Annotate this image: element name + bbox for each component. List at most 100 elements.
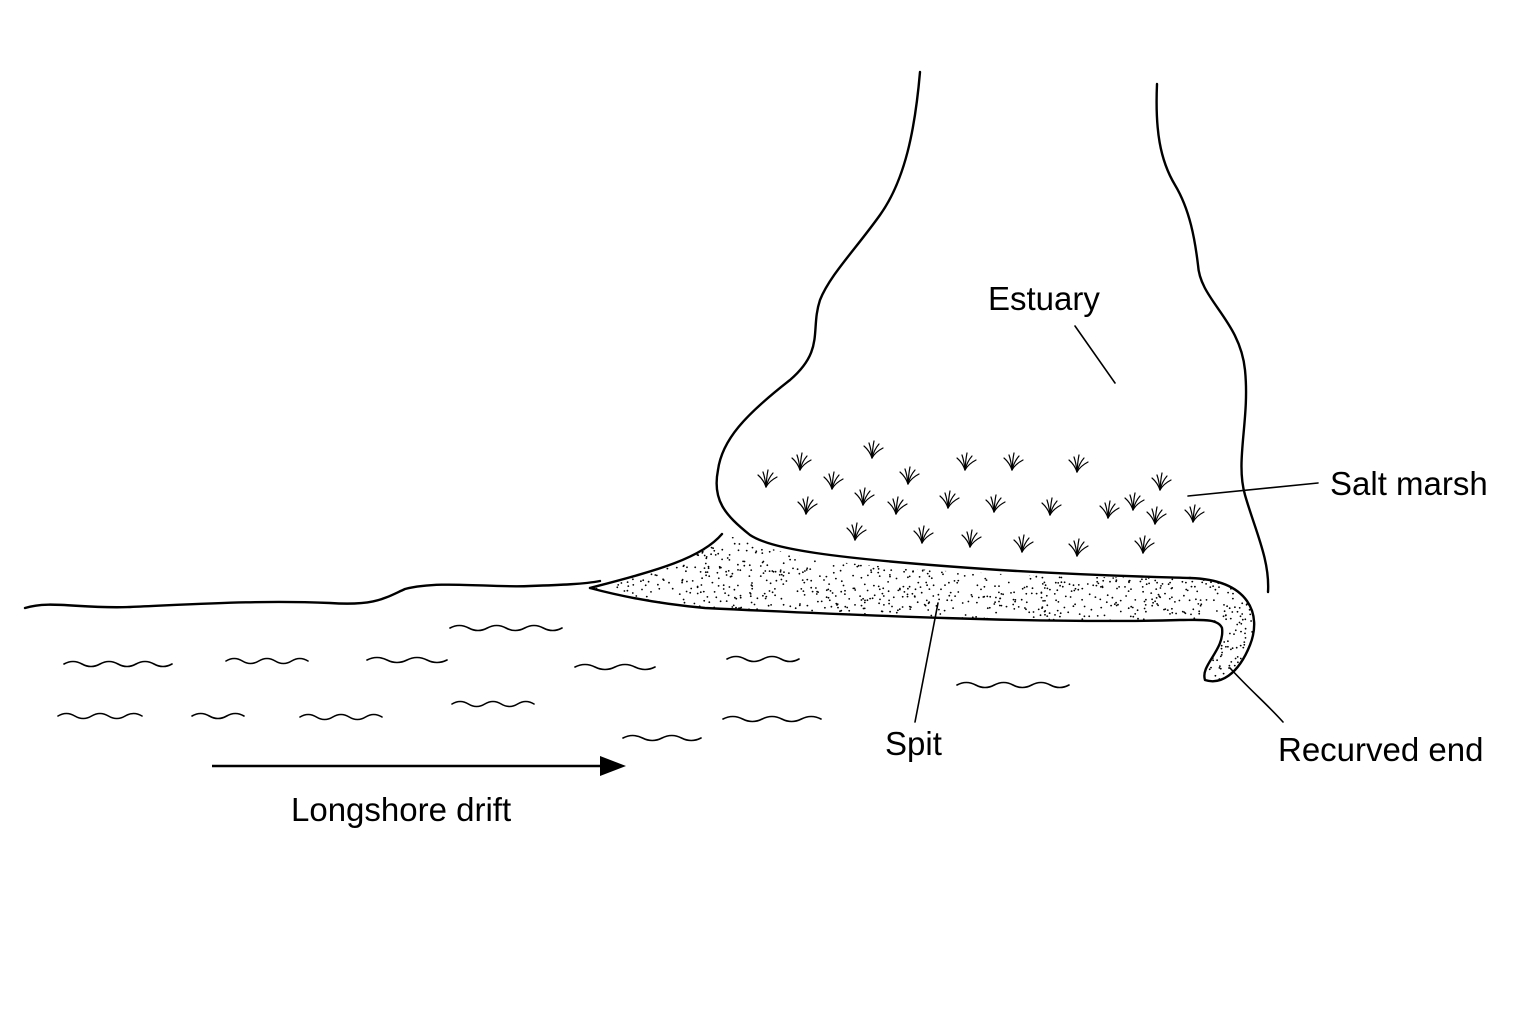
stipple-dot — [1242, 578, 1245, 581]
stipple-dot — [1032, 655, 1035, 658]
stipple-dot — [1139, 658, 1141, 661]
stipple-dot — [724, 663, 726, 665]
stipple-dot — [588, 589, 590, 591]
stipple-dot — [1074, 603, 1076, 606]
stipple-dot — [787, 626, 790, 628]
stipple-dot — [862, 625, 865, 628]
stipple-dot — [713, 670, 716, 673]
stipple-dot — [881, 619, 884, 622]
stipple-dot — [1175, 658, 1178, 661]
stipple-dot — [1249, 584, 1252, 586]
stipple-dot — [1234, 679, 1237, 682]
wave-squiggle — [366, 656, 448, 664]
stipple-dot — [882, 660, 885, 663]
stipple-dot — [649, 621, 652, 623]
stipple-dot — [1032, 549, 1035, 552]
stipple-dot — [1197, 547, 1200, 550]
stipple-dot — [666, 567, 669, 570]
stipple-dot — [825, 633, 828, 635]
stipple-dot — [739, 594, 742, 597]
stipple-dot — [902, 668, 905, 671]
stipple-dot — [1234, 682, 1236, 684]
stipple-dot — [1229, 530, 1231, 532]
stipple-dot — [1159, 675, 1162, 677]
stipple-dot — [1168, 652, 1171, 655]
stipple-dot — [783, 571, 785, 573]
stipple-dot — [870, 651, 872, 654]
stipple-dot — [944, 584, 946, 586]
stipple-dot — [926, 572, 929, 575]
stipple-dot — [701, 644, 704, 647]
stipple-dot — [834, 595, 837, 597]
stipple-dot — [985, 653, 988, 656]
grass-blade — [921, 532, 934, 544]
stipple-dot — [793, 682, 795, 684]
stipple-dot — [1231, 647, 1234, 650]
stipple-dot — [941, 671, 944, 673]
stipple-dot — [802, 590, 805, 592]
stipple-dot — [1180, 658, 1182, 661]
stipple-dot — [660, 635, 663, 638]
stipple-dot — [881, 610, 884, 613]
stipple-dot — [675, 566, 678, 569]
stipple-dot — [948, 619, 951, 622]
stipple-dot — [1092, 584, 1095, 587]
stipple-dot — [931, 642, 934, 645]
stipple-dot — [749, 595, 752, 598]
stipple-dot — [756, 669, 758, 672]
stipple-dot — [1037, 608, 1040, 611]
stipple-dot — [1231, 611, 1234, 613]
stipple-dot — [1192, 545, 1195, 547]
stipple-dot — [951, 677, 954, 680]
stipple-dot — [881, 592, 884, 595]
stipple-dot — [737, 661, 740, 664]
stipple-dot — [727, 594, 730, 597]
stipple-dot — [710, 534, 713, 536]
stipple-dot — [779, 570, 782, 573]
stipple-dot — [1060, 532, 1062, 534]
stipple-dot — [954, 666, 956, 668]
stipple-dot — [1057, 601, 1060, 603]
stipple-dot — [665, 662, 668, 665]
stipple-dot — [1201, 664, 1204, 667]
stipple-dot — [1194, 585, 1196, 588]
stipple-dot — [1039, 550, 1042, 553]
stipple-dot — [761, 548, 763, 551]
stipple-dot — [1090, 652, 1092, 655]
stipple-dot — [862, 675, 865, 678]
stipple-dot — [643, 568, 646, 570]
stipple-dot — [872, 567, 875, 570]
stipple-dot — [1111, 596, 1114, 599]
stipple-dot — [998, 539, 1000, 542]
stipple-dot — [1007, 534, 1009, 536]
stipple-dot — [1145, 633, 1148, 636]
stipple-dot — [1103, 677, 1106, 680]
stipple-dot — [1155, 632, 1158, 635]
stipple-dot — [1029, 558, 1032, 561]
stipple-dot — [1193, 546, 1196, 549]
stipple-dot — [828, 599, 831, 602]
stipple-dot — [1065, 565, 1068, 568]
stipple-dot — [593, 656, 596, 659]
stipple-dot — [848, 638, 851, 640]
stipple-dot — [1039, 672, 1042, 675]
estuary-leader-line — [1074, 325, 1116, 384]
stipple-dot — [789, 558, 791, 561]
stipple-dot — [613, 538, 616, 541]
stipple-dot — [607, 639, 610, 642]
stipple-dot — [1256, 547, 1258, 549]
stipple-dot — [1013, 643, 1016, 645]
stipple-dot — [703, 567, 706, 569]
stipple-dot — [1138, 627, 1140, 630]
stipple-dot — [700, 584, 703, 586]
stipple-dot — [1198, 623, 1201, 625]
stipple-dot — [883, 604, 885, 606]
stipple-dot — [635, 670, 638, 672]
stipple-dot — [771, 684, 773, 686]
stipple-dot — [897, 540, 899, 543]
stipple-dot — [1060, 581, 1063, 584]
wave-squiggle — [225, 657, 309, 665]
stipple-dot — [974, 546, 977, 548]
stipple-dot — [1047, 568, 1049, 571]
stipple-dot — [943, 530, 945, 532]
